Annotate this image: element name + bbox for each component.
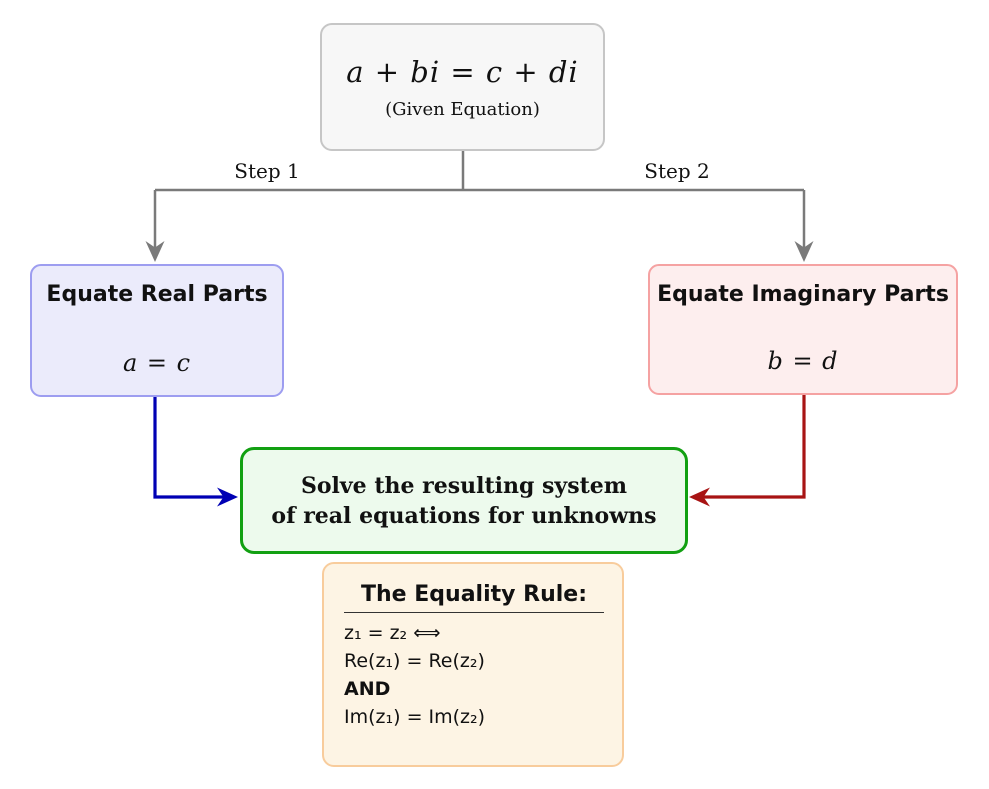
given-equation-text: a + bi = c + di (346, 54, 579, 89)
given-equation-caption: (Given Equation) (385, 98, 540, 120)
arrowhead-real-icon (217, 487, 238, 507)
equate-imaginary-parts-box: Equate Imaginary Parts b = d (648, 264, 958, 395)
solve-line-2: of real equations for unknowns (271, 502, 657, 529)
given-equation-box: a + bi = c + di (Given Equation) (320, 23, 605, 151)
solve-system-box: Solve the resulting system of real equat… (240, 447, 688, 554)
connector-imaginary-to-solve (702, 395, 806, 499)
equate-real-parts-box: Equate Real Parts a = c (30, 264, 284, 397)
equality-rule-line-real: Re(z₁) = Re(z₂) (344, 650, 485, 672)
step2-label: Step 2 (644, 159, 710, 183)
real-parts-title: Equate Real Parts (46, 282, 268, 307)
equality-rule-line-and: AND (344, 678, 391, 700)
step1-label: Step 1 (234, 159, 300, 183)
arrowhead-imaginary-icon (689, 487, 710, 507)
arrowhead-step1-icon (145, 241, 165, 262)
equality-rule-line-equivalence: z₁ = z₂ ⟺ (344, 622, 441, 644)
imaginary-parts-title: Equate Imaginary Parts (657, 282, 949, 307)
equality-rule-title: The Equality Rule: (344, 582, 604, 613)
arrowhead-step2-icon (794, 241, 814, 262)
real-parts-equation: a = c (122, 349, 192, 377)
connector-real-to-solve (153, 397, 225, 499)
equality-rule-line-imaginary: Im(z₁) = Im(z₂) (344, 706, 486, 728)
imaginary-parts-equation: b = d (767, 347, 839, 375)
solve-line-1: Solve the resulting system (300, 472, 628, 499)
equality-rule-box: The Equality Rule: z₁ = z₂ ⟺ Re(z₁) = Re… (322, 562, 624, 767)
